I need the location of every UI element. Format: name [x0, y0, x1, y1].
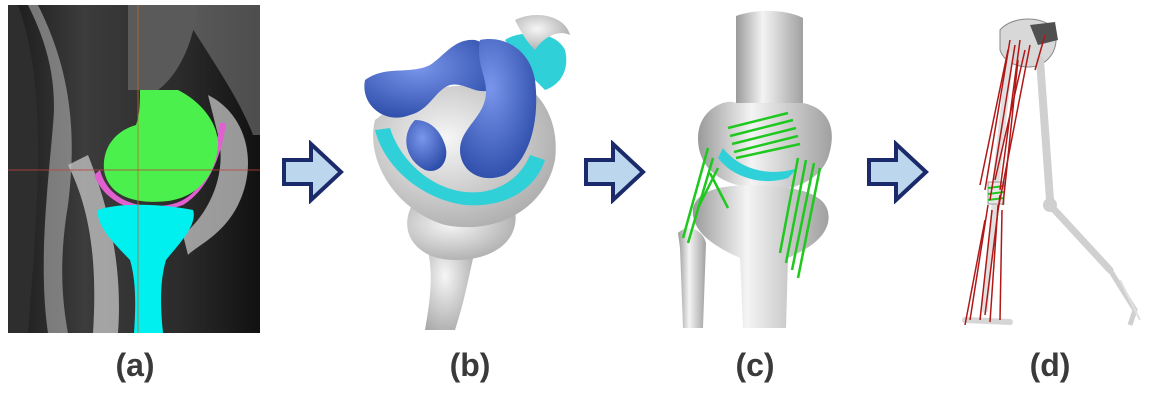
panel-a-mri-segmentation — [8, 5, 260, 333]
panel-label-c: (c) — [705, 347, 805, 384]
right-arrow-icon — [583, 140, 647, 204]
cartilage-3d-model — [355, 10, 585, 340]
panel-c-knee-ligament-model — [668, 8, 843, 333]
knee-ligament-model — [668, 8, 843, 333]
leg-musculoskeletal-model — [940, 10, 1150, 335]
mri-image — [8, 5, 260, 333]
panel-label-d: (d) — [1000, 347, 1100, 384]
panel-label-b: (b) — [420, 347, 520, 384]
right-arrow-icon — [866, 140, 930, 204]
panel-d-musculoskeletal-model — [940, 10, 1150, 335]
right-arrow-icon — [281, 140, 345, 204]
panel-label-a: (a) — [85, 347, 185, 384]
panel-b-3d-cartilage-model — [355, 10, 585, 340]
